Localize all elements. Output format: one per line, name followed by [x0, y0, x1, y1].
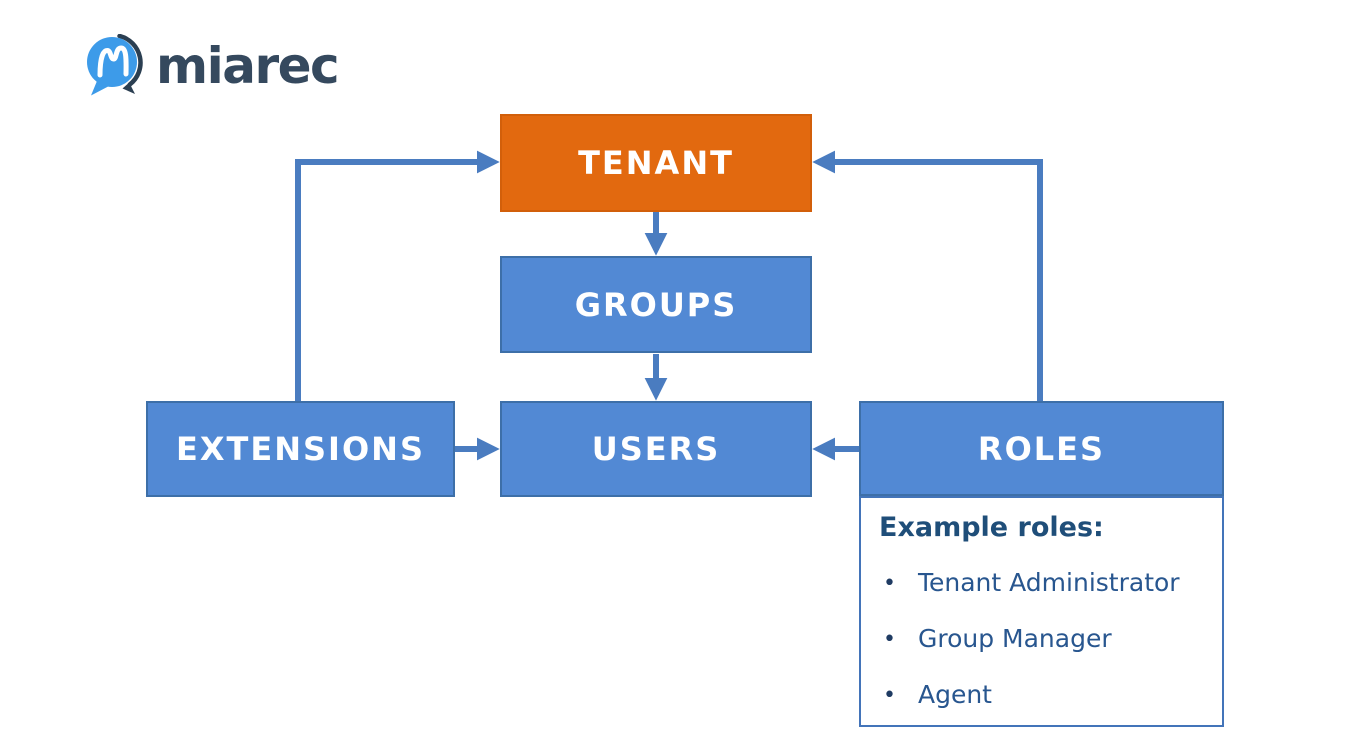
role-label: Tenant Administrator: [917, 568, 1180, 597]
node-groups: GROUPS: [500, 256, 812, 353]
bullet-icon: •: [883, 571, 896, 596]
role-list-item: • Tenant Administrator: [883, 567, 1204, 600]
node-tenant: TENANT: [500, 114, 812, 212]
arrow-roles-to-tenant: [812, 150, 1043, 401]
role-label: Agent: [917, 680, 992, 709]
example-roles-heading: Example roles:: [879, 512, 1104, 543]
role-label: Group Manager: [917, 624, 1112, 653]
miarec-logo: miarec: [84, 34, 340, 98]
role-list-item: • Agent: [883, 679, 1204, 712]
example-roles-panel: Example roles: • Tenant Administrator • …: [859, 496, 1224, 727]
node-extensions: EXTENSIONS: [146, 401, 455, 497]
role-list-item: • Group Manager: [883, 623, 1204, 656]
example-roles-list: • Tenant Administrator • Group Manager •…: [879, 567, 1204, 712]
miarec-speech-bubble-icon: [87, 34, 143, 96]
bullet-icon: •: [883, 627, 896, 652]
node-roles: ROLES: [859, 401, 1224, 496]
arrow-extensions-to-tenant: [295, 150, 500, 401]
node-users: USERS: [500, 401, 812, 497]
bullet-icon: •: [883, 683, 896, 708]
miarec-logo-text: miarec: [156, 37, 340, 95]
